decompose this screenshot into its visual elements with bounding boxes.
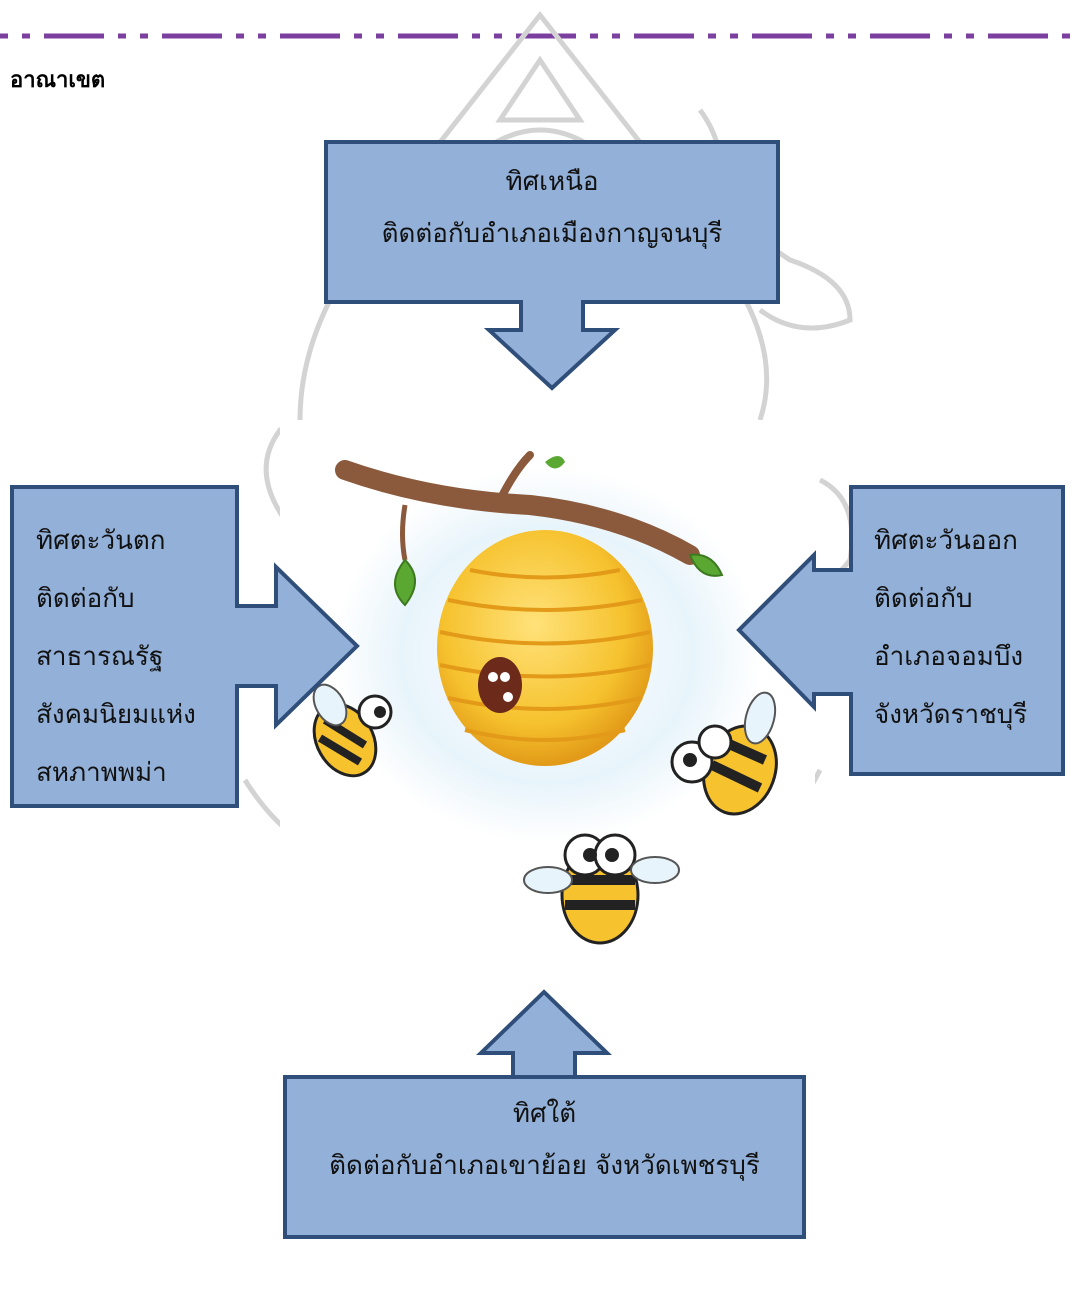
north-line: ติดต่อกับอำเภอเมืองกาญจนบุรี (381, 218, 723, 249)
west-text: ทิศตะวันตก ติดต่อกับ สาธารณรัฐ สังคมนิยม… (36, 512, 236, 802)
north-callout (324, 140, 780, 391)
south-text: ทิศใต้ ติดต่อกับอำเภอเขาย้อย จังหวัดเพชร… (285, 1099, 804, 1182)
north-title: ทิศเหนือ (505, 167, 599, 197)
section-heading: อาณาเขต (10, 67, 106, 93)
south-title: ทิศใต้ (512, 1099, 577, 1129)
east-callout (736, 485, 1065, 776)
east-line: จังหวัดราชบุรี (874, 700, 1028, 730)
east-text: ทิศตะวันออก ติดต่อกับ อำเภอจอมบึง จังหวั… (874, 512, 1059, 744)
west-line: สังคมนิยมแห่ง (36, 700, 196, 730)
west-callout (10, 485, 360, 808)
east-line: ติดต่อกับ (874, 584, 973, 614)
east-line: ทิศตะวันออก (874, 526, 1018, 556)
east-line: อำเภอจอมบึง (874, 642, 1024, 672)
beehive-with-bees-illustration (312, 451, 778, 945)
west-line: สาธารณรัฐ (36, 642, 164, 672)
bee-icon (312, 683, 393, 778)
bee-icon (670, 691, 778, 816)
north-text: ทิศเหนือ ติดต่อกับอำเภอเมืองกาญจนบุรี (326, 167, 778, 250)
south-line: ติดต่อกับอำเภอเขาย้อย จังหวัดเพชรบุรี (329, 1150, 760, 1181)
bee-icon (523, 833, 680, 945)
south-callout (283, 989, 806, 1239)
west-line: สหภาพพม่า (36, 758, 167, 788)
west-line: ทิศตะวันตก (36, 526, 166, 556)
west-line: ติดต่อกับ (36, 584, 135, 614)
